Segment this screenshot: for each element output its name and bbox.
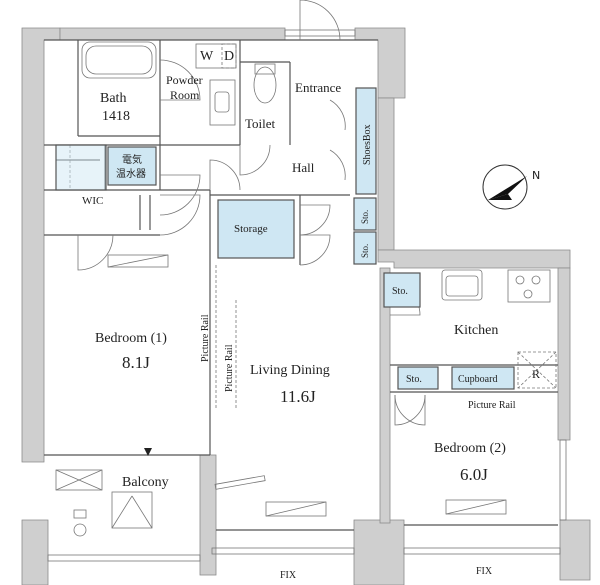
sto-label-d: Sto. — [406, 374, 422, 385]
sto-label-b: Sto. — [360, 244, 370, 258]
shoes-box-label: ShoesBox — [362, 124, 373, 165]
living-dining-label: Living Dining — [250, 363, 330, 378]
refrigerator-label: R — [532, 367, 540, 381]
stove — [441, 269, 483, 301]
picture-rail-label-2: Picture Rail — [224, 344, 235, 392]
sto-box-b — [353, 231, 377, 265]
sto-box-d — [397, 366, 439, 390]
north-label: N — [532, 169, 540, 182]
wic-panel — [55, 144, 107, 191]
bathtub — [81, 41, 157, 79]
bedroom1-label: Bedroom (1) — [95, 331, 167, 346]
storage-box — [217, 199, 295, 259]
bedroom2-label: Bedroom (2) — [434, 441, 506, 456]
picture-rail-label-3: Picture Rail — [468, 400, 516, 411]
wic-label: WIC — [82, 195, 103, 207]
balcony-hatch — [111, 491, 153, 529]
storage-boxes — [55, 87, 515, 390]
kitchen-label: Kitchen — [454, 323, 498, 338]
interior-partitions — [44, 39, 558, 531]
fix-label-2: FIX — [476, 566, 493, 577]
fixtures — [55, 41, 557, 537]
ac-unit-bedroom2 — [445, 499, 507, 515]
toilet-label: Toilet — [245, 116, 276, 131]
balcony-marker-icon — [144, 448, 152, 456]
ac-unit-living — [265, 501, 327, 517]
sto-label-a: Sto. — [360, 210, 370, 224]
shoes-box — [355, 87, 377, 195]
ac-unit-bedroom1 — [107, 254, 169, 268]
wd-label-w: W — [200, 49, 214, 64]
outdoor-unit — [55, 469, 103, 491]
storage-label: Storage — [234, 223, 268, 235]
refrigerator-space — [517, 351, 557, 389]
toilet-bowl — [253, 66, 277, 104]
sto-label-c: Sto. — [392, 286, 408, 297]
exterior-walls — [21, 27, 591, 585]
bedroom1-size: 8.1J — [122, 353, 150, 372]
sto-box-a — [353, 197, 377, 231]
hall-label: Hall — [292, 160, 315, 175]
bath-label: Bath — [100, 91, 126, 106]
vanity — [209, 79, 236, 126]
sto-box-c — [383, 272, 421, 308]
bedroom2-size: 6.0J — [460, 465, 488, 484]
cupboard-box — [451, 366, 515, 390]
room-labels: Bath 1418 W D Powder Room Toilet Entranc… — [82, 49, 540, 490]
wd-label-d: D — [224, 49, 234, 64]
water-heater-label-2: 温水器 — [116, 168, 146, 180]
water-heater-box — [107, 146, 157, 186]
windows — [47, 29, 567, 562]
fix-label-1: FIX — [280, 570, 297, 581]
water-heater-label-1: 電気 — [122, 153, 142, 166]
annotations: Picture Rail Picture Rail Picture Rail F… — [144, 265, 516, 581]
powder-room-label-2: Room — [170, 88, 200, 102]
cupboard-label: Cupboard — [458, 374, 497, 385]
cooktop — [507, 269, 551, 303]
entrance-label: Entrance — [295, 80, 341, 95]
picture-rail-label-1: Picture Rail — [200, 314, 211, 362]
living-dining-size: 11.6J — [280, 387, 316, 406]
powder-room-label-1: Powder — [166, 73, 203, 87]
bath-size: 1418 — [102, 109, 130, 124]
balcony-label: Balcony — [122, 475, 169, 490]
north-arrow-icon: N — [482, 164, 540, 210]
